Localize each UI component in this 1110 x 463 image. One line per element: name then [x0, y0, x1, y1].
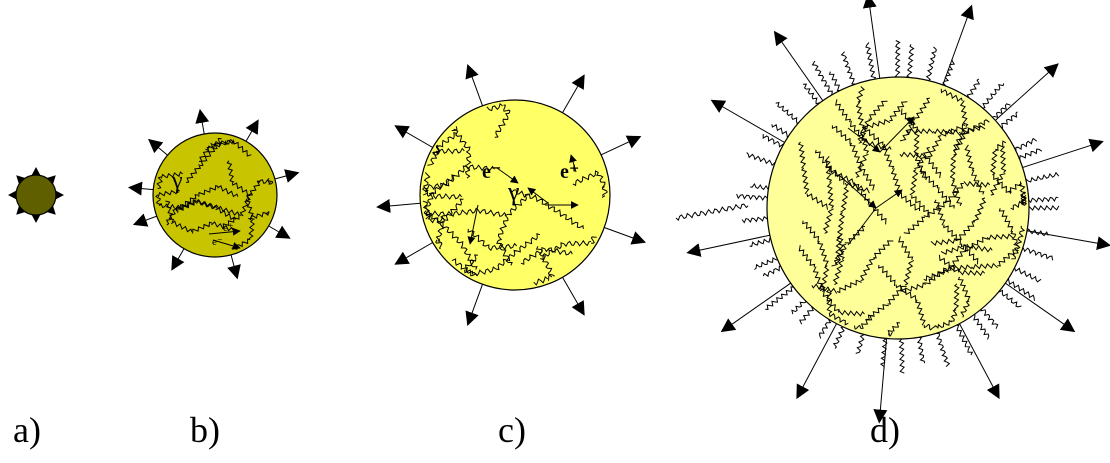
- escape-arrow: [775, 32, 829, 110]
- panel-c-electron-label: e⁻: [482, 161, 501, 183]
- panel-c-gamma-symbol: γ: [507, 177, 520, 206]
- escape-arrow: [868, 0, 881, 89]
- escape-arrow: [987, 64, 1058, 128]
- escaping-photon: [1004, 278, 1034, 301]
- escaping-photon: [967, 79, 980, 99]
- escaping-photon: [1022, 173, 1059, 184]
- escaping-photon: [917, 334, 925, 363]
- escape-arrow: [797, 314, 842, 398]
- escaping-photon: [803, 84, 820, 105]
- panel-c-label: c): [498, 410, 526, 450]
- escaping-photon: [907, 44, 914, 80]
- panel-b-label: b): [190, 410, 220, 450]
- escape-arrow: [996, 277, 1074, 331]
- escaping-photon: [747, 153, 777, 166]
- panel-d-label: d): [870, 410, 900, 450]
- panel-c-positron-label: e⁺: [560, 161, 579, 183]
- escaping-photon: [1025, 206, 1059, 210]
- panel-b-positron-label: e⁺: [223, 222, 234, 234]
- escaping-photon: [954, 323, 972, 356]
- panel-a-label: a): [13, 410, 41, 450]
- panel-a-fireball: [8, 167, 64, 223]
- panel-d-sphere: [767, 77, 1029, 339]
- escaping-photon: [676, 204, 748, 220]
- panel-d-fireball: [676, 0, 1110, 422]
- escaping-photon: [842, 52, 857, 87]
- panel-c-fireball: e⁻ e⁺ γ: [378, 65, 645, 324]
- panel-a-sphere: [16, 175, 56, 215]
- panel-b-electron-label: e⁻: [212, 236, 223, 248]
- escape-arrow: [688, 233, 781, 253]
- escape-arrow: [722, 277, 800, 331]
- escape-arrow: [879, 328, 887, 423]
- panel-b-fireball: γ e⁺ e⁻: [129, 110, 298, 278]
- escape-arrow: [712, 101, 794, 149]
- panel-b-gamma-symbol: γ: [171, 168, 183, 194]
- escape-arrow: [954, 314, 999, 398]
